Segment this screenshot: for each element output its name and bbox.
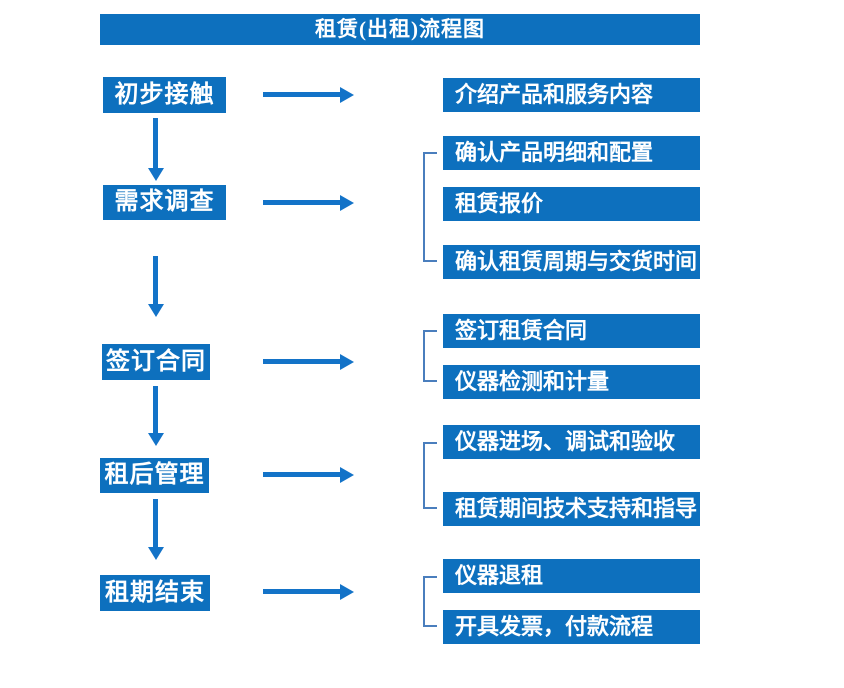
- step-box-rental-end: 租期结束: [100, 575, 210, 611]
- right-arrow-shaft: [263, 200, 340, 205]
- right-arrow-head: [340, 467, 354, 483]
- flowchart-title: 租赁(出租)流程图: [100, 14, 700, 45]
- right-arrow-head: [340, 87, 354, 103]
- group-bracket: [423, 152, 437, 262]
- right-arrow-shaft: [263, 472, 340, 477]
- down-arrow-shaft: [153, 118, 158, 168]
- right-arrow-head: [340, 354, 354, 370]
- down-arrow-shaft: [153, 499, 158, 547]
- down-arrow: [148, 499, 164, 560]
- right-arrow-shaft: [263, 589, 340, 594]
- right-arrow-shaft: [263, 92, 340, 97]
- detail-box: 介绍产品和服务内容: [443, 78, 700, 112]
- detail-box: 仪器进场、调试和验收: [443, 425, 700, 459]
- detail-box: 租赁报价: [443, 187, 700, 221]
- down-arrow-shaft: [153, 386, 158, 433]
- step-box-initial-contact: 初步接触: [103, 77, 226, 113]
- down-arrow-head: [148, 433, 164, 446]
- down-arrow-head: [148, 168, 164, 181]
- down-arrow: [148, 256, 164, 317]
- right-arrow: [263, 467, 354, 483]
- down-arrow-head: [148, 304, 164, 317]
- detail-box: 签订租赁合同: [443, 314, 700, 348]
- detail-box: 确认产品明细和配置: [443, 136, 700, 170]
- step-box-demand-survey: 需求调查: [103, 185, 226, 220]
- detail-box: 仪器检测和计量: [443, 365, 700, 399]
- right-arrow: [263, 87, 354, 103]
- group-bracket: [423, 330, 437, 382]
- detail-box: 开具发票，付款流程: [443, 610, 700, 644]
- detail-box: 确认租赁周期与交货时间: [443, 245, 700, 279]
- right-arrow-head: [340, 584, 354, 600]
- right-arrow: [263, 195, 354, 211]
- step-box-sign-contract: 签订合同: [102, 344, 210, 380]
- down-arrow: [148, 386, 164, 446]
- group-bracket: [423, 442, 437, 509]
- down-arrow-head: [148, 547, 164, 560]
- right-arrow-head: [340, 195, 354, 211]
- detail-box: 仪器退租: [443, 559, 700, 593]
- detail-box: 租赁期间技术支持和指导: [443, 492, 700, 526]
- step-box-post-rental-management: 租后管理: [100, 458, 209, 493]
- right-arrow-shaft: [263, 359, 340, 364]
- right-arrow: [263, 584, 354, 600]
- down-arrow-shaft: [153, 256, 158, 304]
- group-bracket: [423, 576, 437, 627]
- down-arrow: [148, 118, 164, 181]
- right-arrow: [263, 354, 354, 370]
